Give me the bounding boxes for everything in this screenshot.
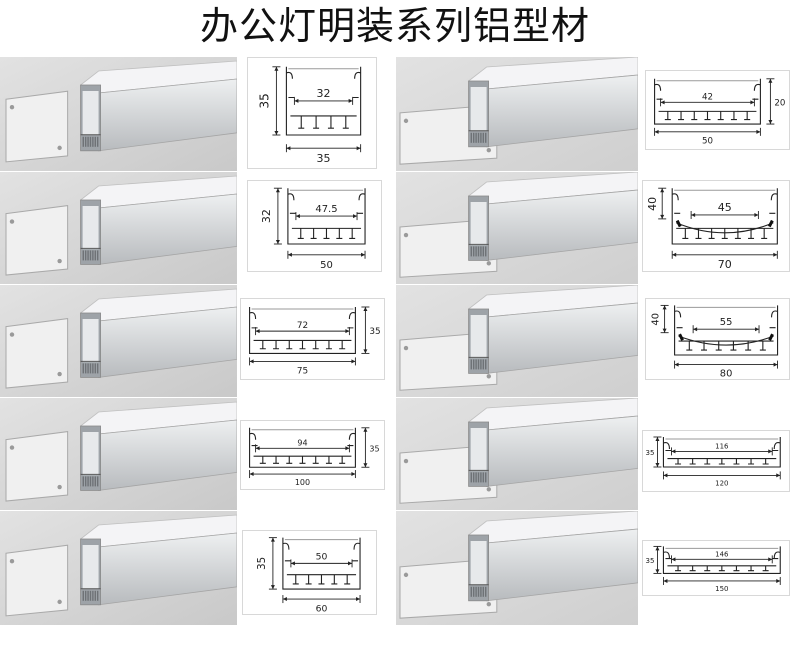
cross-section-diagram: 40 45 70: [642, 180, 790, 272]
profile-photo-illustration: [396, 398, 638, 510]
profile-photo-illustration: [0, 511, 237, 625]
dimension-drawing: 40 55 80: [651, 304, 779, 379]
cross-section-diagram: 20 42 50: [645, 70, 790, 150]
dimension-drawing: 35 50 60: [257, 537, 361, 614]
width-dimension: 75: [297, 366, 308, 376]
end-cap: [5, 431, 69, 502]
inner-width-dimension: 32: [317, 87, 331, 100]
height-dimension: 35: [257, 93, 271, 108]
width-dimension: 50: [320, 260, 333, 271]
width-dimension: 120: [715, 479, 728, 487]
inner-width-dimension: 94: [297, 438, 307, 447]
dimension-drawing: 35 116 120: [646, 436, 781, 487]
height-dimension: 35: [257, 557, 268, 570]
inner-width-dimension: 146: [715, 550, 729, 558]
dimension-drawing: 35 32 35: [257, 66, 362, 165]
cross-section-diagram: 35 50 60: [242, 530, 377, 615]
product-photo: [0, 398, 237, 510]
cross-section-diagram: 35 94 100: [240, 420, 385, 490]
product-photo: [396, 57, 638, 171]
width-dimension: 80: [720, 368, 733, 379]
product-photo: [396, 511, 638, 625]
height-dimension: 35: [369, 327, 380, 337]
width-dimension: 100: [295, 478, 310, 487]
dimension-drawing: 35 94 100: [249, 427, 380, 487]
dimension-drawing: 20 42 50: [654, 78, 785, 147]
end-cap: [5, 544, 69, 617]
product-photo: [396, 172, 638, 284]
inner-width-dimension: 55: [720, 317, 733, 328]
profile-photo-illustration: [396, 172, 638, 284]
inner-width-dimension: 47.5: [315, 204, 337, 215]
profile-photo-illustration: [0, 57, 237, 171]
profile-photo-illustration: [0, 398, 237, 510]
dimension-drawing: 40 45 70: [646, 187, 778, 271]
width-dimension: 50: [702, 137, 713, 147]
profile-photo-illustration: [396, 57, 638, 171]
inner-width-dimension: 116: [715, 442, 729, 450]
product-photo: [0, 511, 237, 625]
profile-photo-illustration: [0, 172, 237, 284]
cross-section-diagram: 35 72 75: [240, 298, 385, 380]
width-dimension: 150: [715, 585, 728, 593]
profile-photo-illustration: [396, 511, 638, 625]
end-cap: [5, 205, 69, 276]
product-photo: [396, 398, 638, 510]
end-cap: [5, 90, 69, 163]
dimension-drawing: 35 72 75: [249, 306, 381, 376]
height-dimension: 32: [260, 209, 273, 223]
width-dimension: 60: [316, 603, 328, 614]
dimension-drawing: 32 47.5 50: [260, 187, 366, 271]
cross-section-diagram: 40 55 80: [645, 298, 790, 380]
height-dimension: 35: [646, 449, 655, 457]
dimension-drawing: 35 146 150: [646, 545, 781, 593]
inner-width-dimension: 45: [718, 201, 732, 214]
product-photo: [0, 285, 237, 397]
inner-width-dimension: 50: [316, 551, 328, 562]
profile-photo-illustration: [0, 285, 237, 397]
product-photo: [0, 57, 237, 171]
height-dimension: 20: [774, 98, 785, 108]
page-title: 办公灯明装系列铝型材: [199, 4, 590, 48]
width-dimension: 70: [718, 258, 732, 271]
cross-section-diagram: 32 47.5 50: [247, 180, 382, 272]
inner-width-dimension: 42: [702, 92, 713, 102]
end-cap: [5, 318, 69, 389]
cross-section-diagram: 35 146 150: [642, 540, 790, 596]
height-dimension: 40: [651, 313, 662, 326]
product-photo: [0, 172, 237, 284]
height-dimension: 35: [646, 557, 655, 565]
cross-section-diagram: 35 32 35: [247, 57, 377, 169]
height-dimension: 35: [369, 445, 379, 454]
height-dimension: 40: [646, 197, 659, 211]
cross-section-diagram: 35 116 120: [642, 430, 790, 492]
product-photo: [396, 285, 638, 397]
width-dimension: 35: [317, 152, 331, 165]
inner-width-dimension: 72: [297, 321, 308, 331]
profile-photo-illustration: [396, 285, 638, 397]
